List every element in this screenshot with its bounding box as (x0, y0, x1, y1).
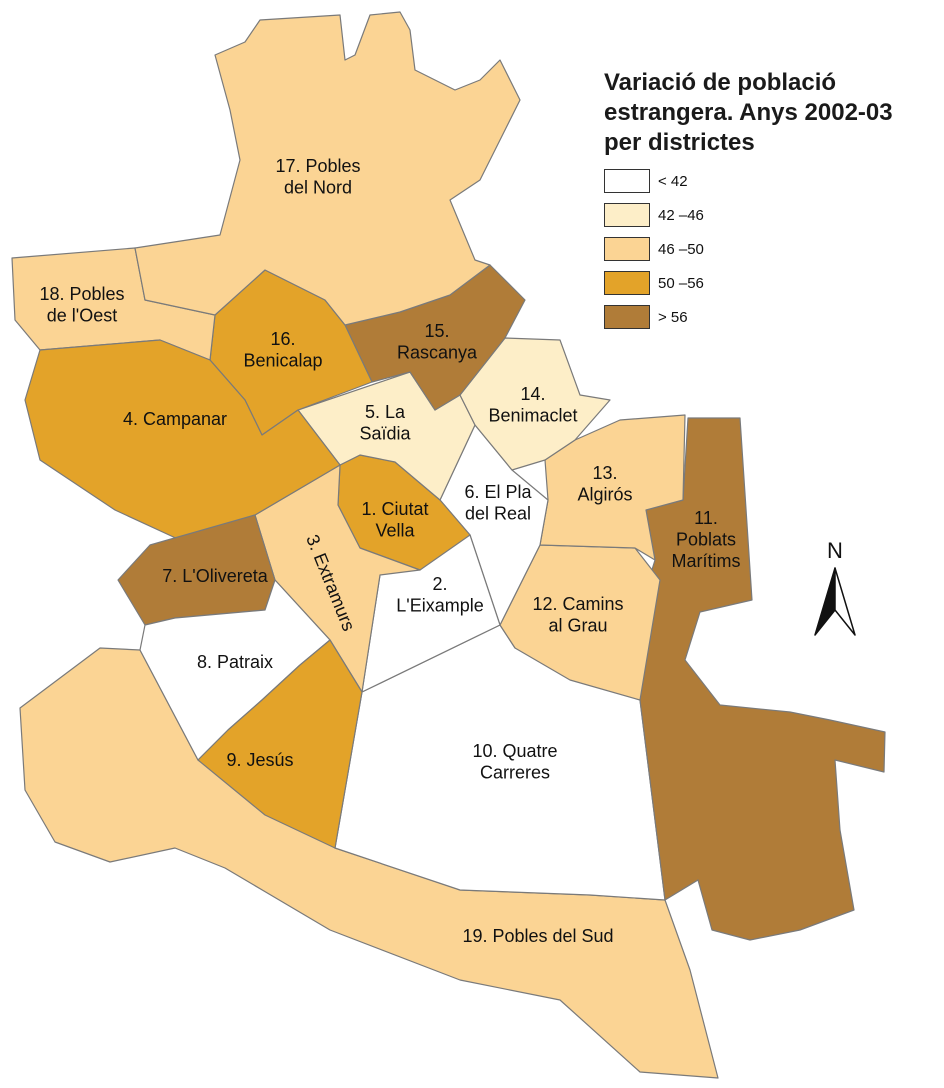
legend-item: < 42 (604, 168, 934, 194)
legend-item: 50 –56 (604, 270, 934, 296)
legend-item: 46 –50 (604, 236, 934, 262)
district-label-line: 5. La (365, 402, 406, 422)
district-label-line: 2. (432, 574, 447, 594)
district-17-pobles-del-nord[interactable] (134, 11, 521, 326)
legend-label: < 42 (658, 172, 688, 190)
district-label-line: 12. Camins (532, 594, 623, 614)
district-label-line: 8. Patraix (197, 652, 273, 672)
legend-label: > 56 (658, 308, 688, 326)
district-label-line: 18. Pobles (39, 284, 124, 304)
district-8-label: 8. Patraix (197, 652, 273, 672)
district-label-line: 11. (694, 508, 718, 528)
district-label-line: 16. (270, 329, 295, 349)
legend-title-line-3: per districtes (604, 129, 755, 156)
district-label-line: Marítims (672, 551, 741, 571)
district-label-line: 9. Jesús (226, 750, 293, 770)
district-label-line: 19. Pobles del Sud (462, 926, 613, 946)
district-label-line: 6. El Pla (464, 482, 532, 502)
legend-title-line-2: estrangera. Anys 2002-03 (604, 99, 893, 126)
district-label-line: Rascanya (397, 343, 478, 363)
legend-title-line-1: Variació de població (604, 69, 837, 96)
district-label-line: de l'Oest (47, 306, 117, 326)
legend-swatch (604, 169, 650, 193)
legend-item: 42 –46 (604, 202, 934, 228)
district-label-line: 1. Ciutat (361, 499, 428, 519)
district-14-label: 14.Benimaclet (488, 384, 577, 426)
legend-title: Variació de població estrangera. Anys 20… (604, 68, 934, 158)
district-label-line: L'Eixample (396, 596, 483, 616)
district-12-camins-al-grau[interactable] (499, 544, 661, 701)
district-19-label: 19. Pobles del Sud (462, 926, 613, 946)
north-arrow-icon: N (814, 538, 856, 636)
district-9-jesus[interactable] (197, 639, 363, 849)
district-2-label: 2.L'Eixample (396, 574, 483, 616)
legend-label: 42 –46 (658, 206, 704, 224)
legend-swatch (604, 271, 650, 295)
district-label-line: Carreres (480, 763, 550, 783)
district-label-line: 10. Quatre (472, 741, 557, 761)
district-label-line: Vella (375, 521, 415, 541)
legend-label: 46 –50 (658, 240, 704, 258)
district-15-label: 15.Rascanya (397, 321, 478, 363)
district-7-label: 7. L'Olivereta (162, 566, 268, 586)
district-label-line: Poblats (676, 530, 736, 550)
district-label-line: 15. (424, 321, 449, 341)
district-label-line: Algirós (577, 485, 632, 505)
district-label-line: al Grau (548, 616, 607, 636)
district-16-label: 16.Benicalap (243, 329, 322, 371)
district-label-line: 17. Pobles (275, 156, 360, 176)
legend-swatch (604, 305, 650, 329)
legend-swatch (604, 237, 650, 261)
north-label: N (827, 538, 843, 563)
district-13-label: 13.Algirós (577, 463, 632, 505)
district-label-line: 4. Campanar (123, 409, 227, 429)
district-label-line: Benicalap (243, 351, 322, 371)
district-label-line: 14. (520, 384, 545, 404)
district-label-line: 13. (592, 463, 617, 483)
legend-swatch (604, 203, 650, 227)
district-label-line: Benimaclet (488, 406, 577, 426)
legend: Variació de població estrangera. Anys 20… (604, 68, 934, 330)
district-4-campanar[interactable] (24, 339, 341, 541)
district-label-line: del Nord (284, 178, 352, 198)
district-9-label: 9. Jesús (226, 750, 293, 770)
district-label-line: Saïdia (359, 424, 411, 444)
district-label-line: del Real (465, 504, 531, 524)
district-14-benimaclet[interactable] (459, 337, 611, 471)
district-4-label: 4. Campanar (123, 409, 227, 429)
district-label-line: 7. L'Olivereta (162, 566, 268, 586)
legend-label: 50 –56 (658, 274, 704, 292)
legend-item: > 56 (604, 304, 934, 330)
